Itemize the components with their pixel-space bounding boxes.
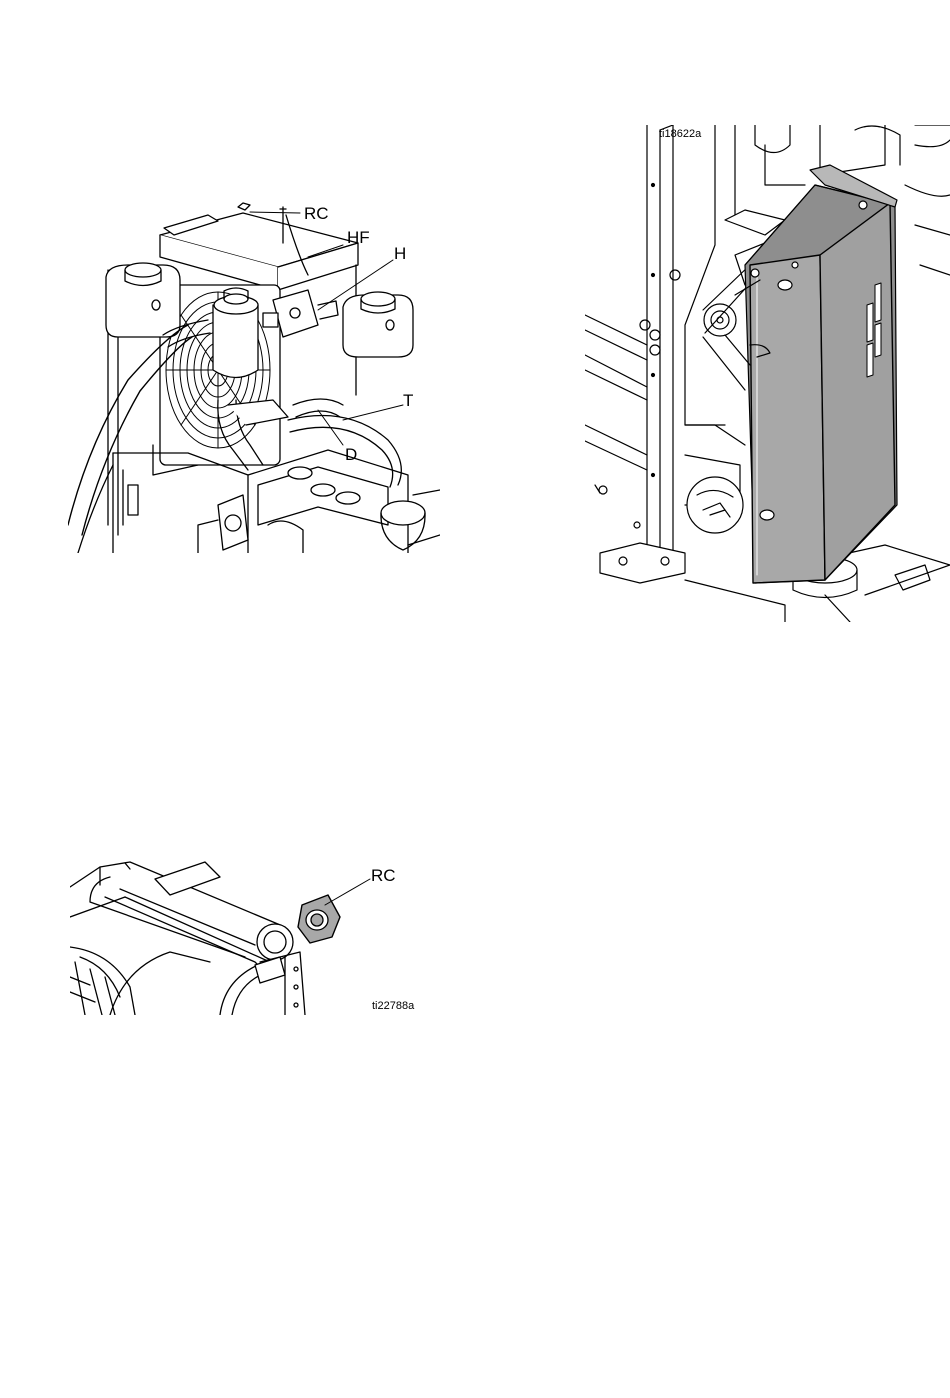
radiator-cap-drawing — [70, 857, 420, 1015]
figure-belt-shield: ti18622a — [585, 125, 950, 622]
radiator-assembly-drawing — [68, 195, 440, 553]
callout-d: D — [345, 446, 357, 463]
callout-t: T — [403, 392, 413, 409]
figure-radiator-assembly: RC HF H T D — [68, 195, 440, 553]
callout-hf: HF — [347, 229, 370, 246]
callout-h: H — [394, 245, 406, 262]
figure-radiator-cap: RC ti22788a — [70, 857, 420, 1015]
callout-rc: RC — [304, 205, 329, 222]
belt-shield-drawing — [585, 125, 950, 622]
figure-id-label: ti22788a — [372, 1001, 414, 1012]
callout-rc-cap: RC — [371, 867, 396, 884]
figure-id-label: ti18622a — [659, 129, 701, 140]
